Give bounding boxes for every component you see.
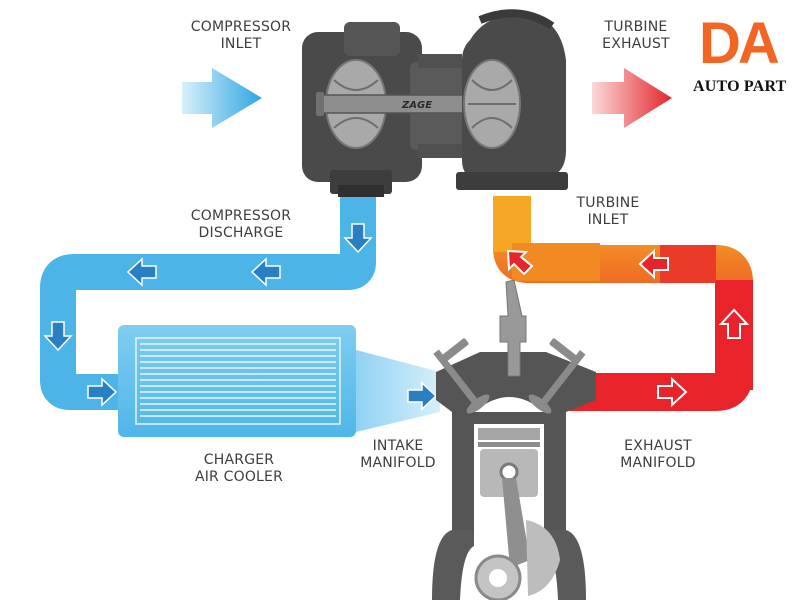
turbo-shaft — [321, 94, 471, 114]
intake-valve — [433, 338, 490, 414]
label-intake-manifold: INTAKE MANIFOLD — [360, 438, 436, 471]
label-charger-air-cooler: CHARGER AIR COOLER — [194, 452, 284, 485]
turbocharger: ZAGE — [302, 9, 568, 197]
arrow-left-1 — [250, 257, 281, 287]
label-compressor-inlet: COMPRESSOR INLET — [190, 19, 292, 52]
hot-flow-arrows — [506, 248, 750, 408]
intake-manifold-pipe — [356, 350, 440, 432]
arrow-up-riser — [718, 308, 750, 339]
compressor-inlet-arrow — [182, 68, 262, 128]
arrow-diag-turbine — [506, 249, 534, 276]
arrow-right-cooler — [87, 377, 118, 407]
shaft-brand-text: ZAGE — [401, 100, 432, 111]
arrow-left-2 — [126, 257, 157, 287]
arrow-right-intake — [407, 381, 438, 411]
spark-plug — [499, 279, 527, 377]
arrow-left-top — [638, 248, 669, 280]
label-exhaust-manifold: EXHAUST MANIFOLD — [620, 438, 696, 471]
arrow-right-exhaust — [657, 376, 688, 408]
logo: DA AUTO PART — [693, 14, 793, 100]
logo-letters: DA — [699, 11, 780, 76]
logo-subtitle: AUTO PART — [693, 78, 787, 95]
label-turbine-inlet: TURBINE INLET — [576, 195, 640, 228]
piston — [478, 428, 540, 497]
connecting-rod — [502, 478, 530, 568]
arrow-down-discharge — [343, 223, 373, 254]
arrow-down-left — [43, 321, 73, 352]
engine — [432, 279, 596, 600]
cooler-fins — [140, 343, 336, 417]
label-compressor-discharge: COMPRESSOR DISCHARGE — [190, 208, 292, 241]
cold-flow-arrows — [43, 223, 438, 411]
label-turbine-exhaust: TURBINE EXHAUST — [602, 19, 670, 52]
charger-air-cooler — [118, 325, 356, 437]
exhaust-valve — [528, 338, 586, 414]
turbine-exhaust-arrow — [592, 68, 672, 128]
cylinder-head — [436, 352, 596, 530]
compressor-discharge-pipe — [40, 196, 376, 410]
